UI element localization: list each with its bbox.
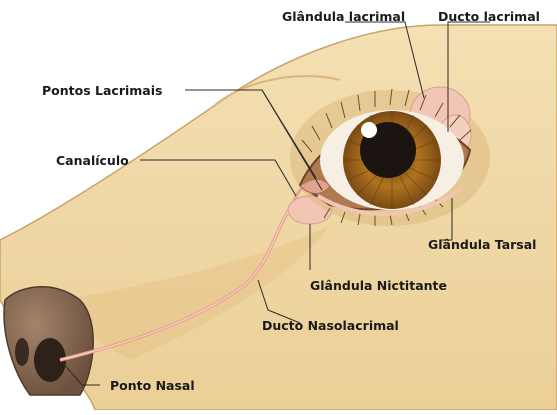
- label-canaliculo: Canalículo: [56, 153, 129, 168]
- eye-highlight: [361, 122, 377, 138]
- label-glandula-lacrimal: Glândula lacrimal: [282, 9, 405, 24]
- label-ducto-nasolacrimal: Ducto Nasolacrimal: [262, 318, 399, 333]
- label-ponto-nasal: Ponto Nasal: [110, 378, 195, 393]
- nostril-inner: [15, 338, 29, 366]
- label-ducto-lacrimal: Ducto lacrimal: [438, 9, 540, 24]
- label-glandula-nictitante: Glândula Nictitante: [310, 278, 447, 293]
- label-pontos-lacrimais: Pontos Lacrimais: [42, 83, 162, 98]
- label-glandula-tarsal: Glândula Tarsal: [428, 237, 536, 252]
